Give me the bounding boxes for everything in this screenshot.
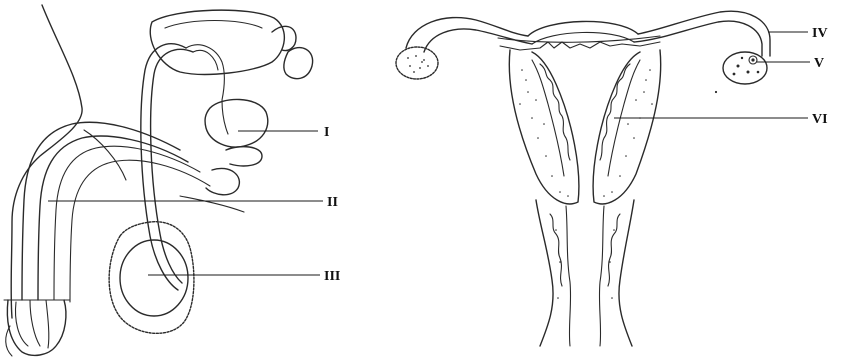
female-reproductive-system [396, 11, 770, 346]
label-V: V [814, 56, 824, 71]
label-I: I [324, 125, 329, 140]
uterine-wall-speckles [519, 69, 653, 197]
label-IV: IV [812, 26, 828, 41]
label-II: II [327, 195, 338, 210]
leader-lines [48, 32, 810, 275]
label-III: III [324, 269, 340, 284]
label-VI: VI [812, 112, 828, 127]
male-reproductive-system [4, 5, 313, 356]
